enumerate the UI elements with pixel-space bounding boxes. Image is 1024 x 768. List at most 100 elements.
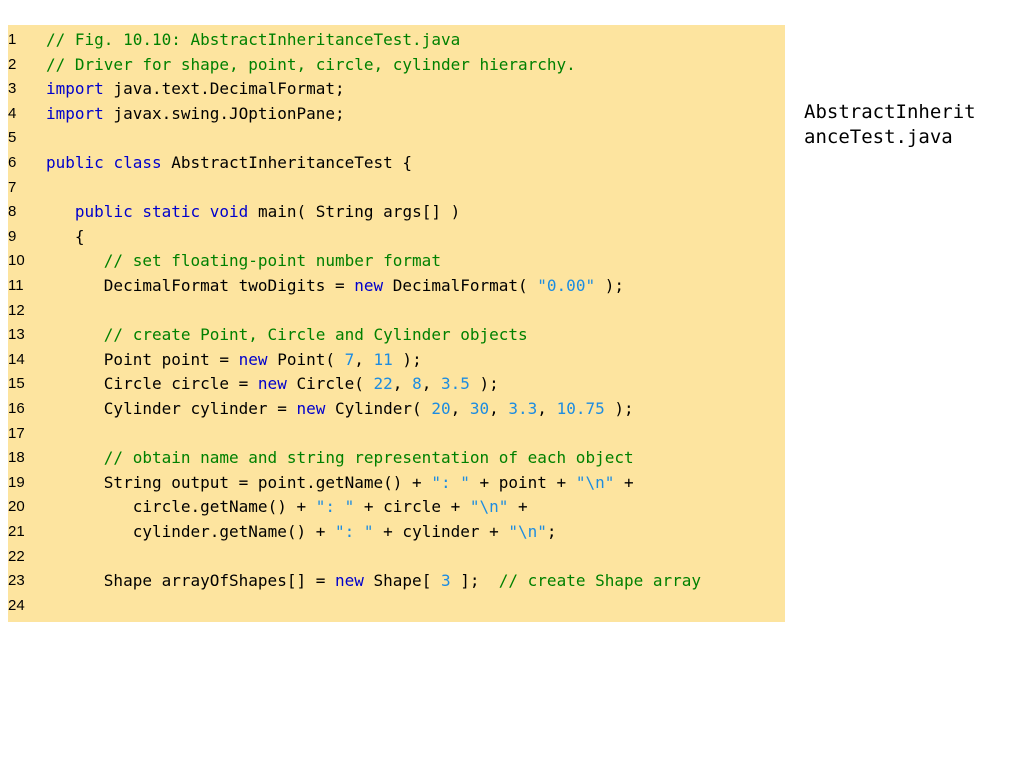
code-token-plain: cylinder.getName() + [132, 522, 335, 541]
line-number: 12 [8, 301, 25, 319]
code-token-number: 3 [440, 571, 451, 591]
line-number: 7 [8, 178, 17, 196]
code-token-number: 3.5 [440, 374, 470, 394]
code-token-plain: ; [546, 522, 557, 541]
code-indent [46, 374, 104, 393]
code-token-comment: // create Point, Circle and Cylinder obj… [103, 325, 528, 345]
line-number: 10 [8, 252, 25, 270]
code-text: // Fig. 10.10: AbstractInheritanceTest.j… [46, 28, 460, 52]
code-text: circle.getName() + ": " + circle + "\n" … [46, 495, 528, 519]
code-token-plain: , [421, 374, 441, 394]
code-token-comment: // obtain name and string representation… [103, 448, 634, 468]
code-token-plain [200, 202, 210, 221]
line-number: 18 [8, 449, 25, 467]
code-token-string: "\n" [469, 497, 509, 517]
code-token-keyword: import [46, 103, 104, 123]
code-token-plain: Shape[ [363, 571, 441, 591]
line-number: 23 [8, 572, 25, 590]
code-token-plain: AbstractInheritanceTest { [161, 153, 413, 172]
code-token-keyword: new [296, 399, 326, 418]
line-number: 1 [8, 31, 17, 48]
code-token-plain: ); [595, 276, 624, 295]
code-token-plain: main( String args[] ) [248, 202, 461, 222]
code-indent [46, 276, 104, 295]
file-name-label-line-1: AbstractInherit [804, 101, 976, 123]
code-text: import java.text.DecimalFormat; [46, 77, 345, 101]
code-token-plain [104, 153, 114, 172]
code-text: String output = point.getName() + ": " +… [46, 471, 634, 495]
code-token-keyword: new [354, 276, 384, 295]
code-token-comment: // set floating-point number format [103, 251, 441, 271]
code-token-string: ": " [431, 472, 470, 492]
line-number: 17 [8, 424, 25, 442]
line-number: 9 [8, 227, 17, 245]
code-token-string: "\n" [508, 522, 547, 541]
code-token-plain: Point point = [103, 349, 239, 369]
code-token-plain: ); [604, 399, 634, 418]
code-token-number: 11 [373, 349, 393, 369]
code-indent [46, 399, 104, 418]
code-token-number: 20 [431, 399, 451, 418]
code-token-keyword: public [74, 202, 133, 222]
code-indent [46, 227, 75, 246]
code-indent [46, 473, 104, 492]
line-number: 20 [8, 498, 25, 516]
code-text: // set floating-point number format [46, 249, 441, 273]
line-number: 8 [8, 203, 17, 221]
code-indent [46, 350, 104, 369]
code-text: // Driver for shape, point, circle, cyli… [46, 53, 576, 77]
code-indent [46, 571, 104, 590]
code-token-plain: + [614, 472, 634, 492]
code-token-comment: // create Shape array [498, 571, 702, 591]
line-number: 16 [8, 400, 25, 417]
code-text: import javax.swing.JOptionPane; [46, 102, 345, 126]
code-token-keyword: new [238, 349, 268, 369]
code-token-plain: ); [392, 349, 422, 369]
code-token-number: 3.3 [508, 399, 538, 418]
code-token-plain [133, 202, 143, 221]
code-token-plain: ); [469, 374, 499, 394]
code-indent [46, 251, 104, 270]
code-text: public class AbstractInheritanceTest { [46, 151, 412, 175]
code-token-plain: java.text.DecimalFormat; [103, 79, 345, 99]
code-text: public static void main( String args[] ) [46, 200, 460, 224]
code-token-keyword: class [113, 153, 162, 172]
code-token-keyword: import [46, 79, 104, 99]
code-token-comment: // Fig. 10.10: AbstractInheritanceTest.j… [46, 30, 461, 49]
code-token-plain: , [489, 399, 509, 418]
code-token-number: 22 [373, 374, 393, 394]
code-text: Cylinder cylinder = new Cylinder( 20, 30… [46, 397, 634, 421]
code-text: cylinder.getName() + ": " + cylinder + "… [46, 520, 557, 544]
code-text: // obtain name and string representation… [46, 446, 634, 470]
line-number: 6 [8, 154, 17, 171]
code-token-plain: , [354, 349, 374, 369]
line-number: 2 [8, 55, 17, 73]
file-name-label: AbstractInherit anceTest.java [804, 100, 1019, 150]
line-number: 13 [8, 326, 25, 344]
code-token-plain: , [392, 374, 413, 394]
code-text: { [46, 225, 85, 249]
code-token-plain: DecimalFormat( [383, 276, 538, 295]
code-token-plain: Cylinder( [325, 399, 432, 418]
line-number: 22 [8, 547, 25, 565]
code-token-keyword: new [257, 374, 287, 394]
code-token-plain: , [537, 399, 557, 418]
code-token-plain: Circle( [286, 374, 374, 394]
code-token-comment: // Driver for shape, point, circle, cyli… [46, 54, 576, 74]
code-indent [46, 448, 104, 467]
code-token-number: 8 [412, 374, 422, 394]
code-token-keyword: public [46, 153, 104, 172]
code-token-plain: Cylinder cylinder = [103, 399, 297, 418]
code-token-keyword: new [334, 571, 364, 591]
code-token-string: ": " [315, 497, 355, 517]
code-indent [46, 202, 75, 221]
code-indent [46, 325, 104, 344]
code-token-string: "0.00" [537, 276, 596, 295]
line-number: 3 [8, 80, 17, 98]
code-text: Point point = new Point( 7, 11 ); [46, 348, 422, 372]
code-token-plain: { [74, 226, 85, 246]
code-token-number: 10.75 [556, 399, 605, 418]
code-token-plain: Circle circle = [103, 374, 258, 394]
code-token-number: 30 [469, 399, 490, 418]
line-number: 24 [8, 596, 25, 614]
